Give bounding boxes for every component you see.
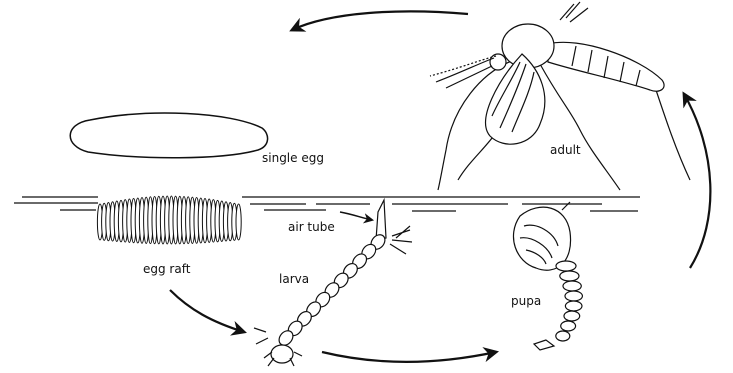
pupa-segment xyxy=(563,281,581,291)
pupa-segment xyxy=(561,321,576,331)
pupa-drawing xyxy=(513,202,582,350)
egg-raft-shape xyxy=(97,196,241,244)
arrow-pupa-to-adult xyxy=(684,94,710,268)
pupa-segment xyxy=(565,291,582,301)
pupa-segment xyxy=(564,311,580,321)
pupa-segment xyxy=(560,271,579,281)
pupa-segment xyxy=(556,331,570,341)
arrow-adult-to-egg xyxy=(292,11,468,30)
label-egg-raft: egg raft xyxy=(143,262,190,276)
adult-mosquito-drawing xyxy=(430,2,690,190)
pupa-segment xyxy=(565,301,582,311)
pupa-segment xyxy=(556,261,576,271)
label-pupa: pupa xyxy=(511,294,541,308)
arrow-to-air-tube xyxy=(340,212,372,220)
label-larva: larva xyxy=(279,272,309,286)
label-air-tube: air tube xyxy=(288,220,335,234)
label-adult: adult xyxy=(550,143,581,157)
label-single-egg: single egg xyxy=(262,151,324,165)
raft-egg xyxy=(236,204,241,240)
single-egg-shape xyxy=(70,113,267,158)
arrow-larva-to-pupa xyxy=(322,352,496,362)
arrow-raft-to-larva xyxy=(170,290,244,332)
